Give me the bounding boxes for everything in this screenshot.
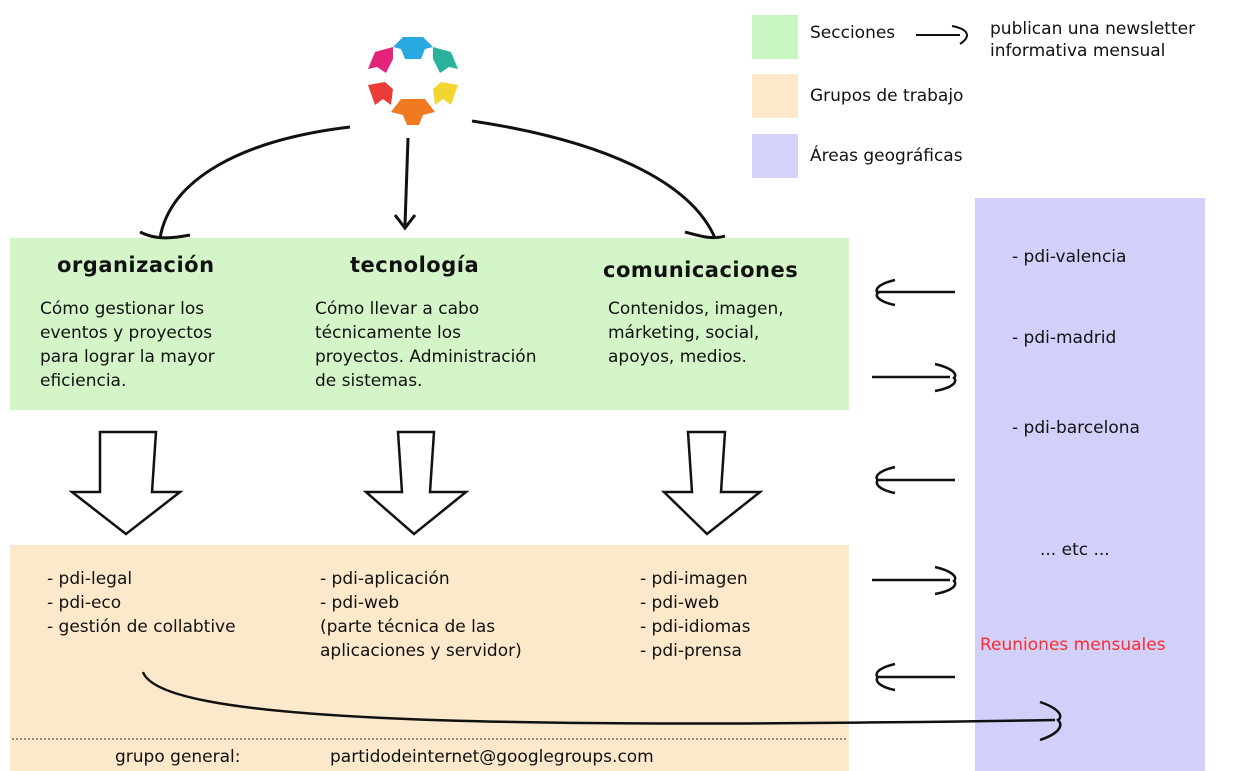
logo-figure-magenta	[368, 47, 393, 73]
geographic-areas-panel	[975, 198, 1205, 771]
newsletter-note-line1: publican una newsletter	[990, 19, 1196, 39]
down-arrow-tecnologia	[362, 430, 470, 536]
legend-label-geographic-areas: Áreas geográficas	[810, 146, 963, 166]
list-item: - pdi-prensa	[640, 641, 742, 661]
list-item: - pdi-aplicación	[320, 569, 450, 589]
list-item: - pdi-web	[640, 593, 720, 613]
legend-label-working-groups: Grupos de trabajo	[810, 86, 964, 106]
general-group-label: grupo general:	[115, 747, 241, 767]
sections-panel	[10, 238, 849, 410]
list-item: - pdi-idiomas	[640, 617, 751, 637]
group-list-organizacion: - pdi-legal - pdi-eco - gestión de colla…	[47, 567, 236, 639]
down-arrow-organizacion	[68, 430, 184, 536]
logo-figure-teal	[433, 47, 458, 73]
arrow-left-1	[875, 278, 955, 307]
organization-logo	[368, 37, 458, 125]
legend-swatch-working-groups	[752, 74, 798, 118]
list-item: - pdi-web	[320, 593, 400, 613]
geo-item-valencia: - pdi-valencia	[1012, 247, 1127, 267]
legend-swatch-sections	[752, 15, 798, 59]
section-desc-tecnologia: Cómo llevar a cabo técnicamente los proy…	[315, 299, 537, 391]
section-title-tecnologia: tecnología	[350, 253, 480, 277]
arrow-right-2	[872, 565, 957, 596]
geo-item-barcelona: - pdi-barcelona	[1012, 418, 1140, 438]
section-title-comunicaciones: comunicaciones	[603, 258, 799, 282]
working-groups-panel	[10, 545, 849, 771]
general-group-email: partidodeinternet@googlegroups.com	[330, 747, 654, 767]
list-item: - pdi-eco	[47, 593, 122, 613]
section-title-organizacion: organización	[57, 253, 215, 277]
group-list-tecnologia: - pdi-aplicación - pdi-web (parte técnic…	[320, 567, 522, 663]
arrow-logo-to-organizacion	[158, 125, 351, 239]
arrow-left-3	[875, 662, 955, 692]
logo-figure-blue	[393, 37, 433, 59]
monthly-meetings-label: Reuniones mensuales	[980, 635, 1166, 655]
newsletter-note-line2: informativa mensual	[990, 41, 1166, 61]
legend-label-sections: Secciones	[810, 23, 896, 43]
list-item: - pdi-imagen	[640, 569, 748, 589]
geo-item-madrid: - pdi-madrid	[1012, 328, 1117, 348]
group-list-comunicaciones: - pdi-imagen - pdi-web - pdi-idiomas - p…	[640, 567, 750, 663]
list-item: - pdi-legal	[47, 569, 133, 589]
arrow-logo-to-comunicaciones	[471, 119, 717, 239]
down-arrow-comunicaciones	[660, 430, 764, 536]
arrow-left-2	[875, 465, 955, 495]
list-item: - gestión de collabtive	[47, 617, 236, 637]
logo-figure-red	[368, 82, 393, 105]
list-item: aplicaciones y servidor)	[320, 641, 522, 661]
arrow-collabtive-to-geo	[141, 671, 1056, 725]
section-desc-comunicaciones: Contenidos, imagen, márketing, social, a…	[608, 299, 784, 367]
arrow-logo-to-tecnologia	[403, 137, 410, 226]
section-desc-organizacion: Cómo gestionar los eventos y proyectos p…	[40, 299, 215, 391]
arrow-right-1	[872, 362, 957, 393]
logo-figure-yellow	[433, 82, 458, 105]
logo-figure-orange	[391, 99, 435, 125]
legend-swatch-geographic-areas	[752, 134, 798, 178]
list-item: (parte técnica de las	[320, 617, 496, 637]
geo-item-etc: ... etc ...	[1040, 540, 1110, 560]
newsletter-note: publican una newsletter informativa mens…	[990, 18, 1195, 62]
